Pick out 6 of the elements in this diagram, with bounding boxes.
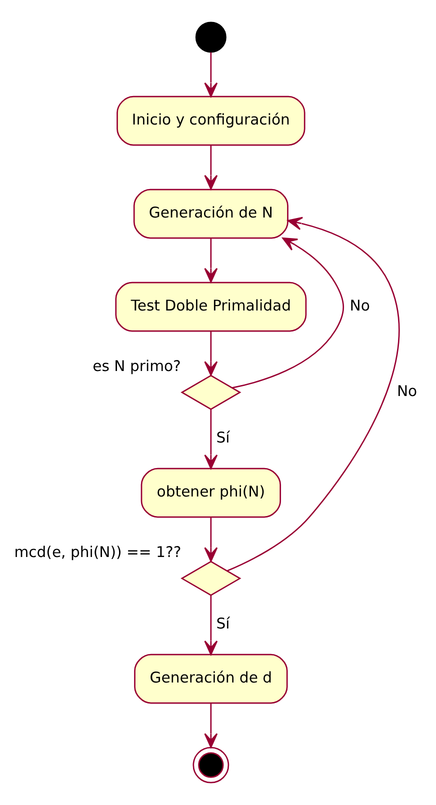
edge-label: No xyxy=(396,383,418,400)
edge-label: Sí xyxy=(216,430,230,447)
node-label: mcd(e, phi(N)) == 1?? xyxy=(14,544,182,562)
edge-label: No xyxy=(350,298,370,315)
edge-label: Sí xyxy=(216,616,230,633)
node-label: es N primo? xyxy=(92,358,181,376)
